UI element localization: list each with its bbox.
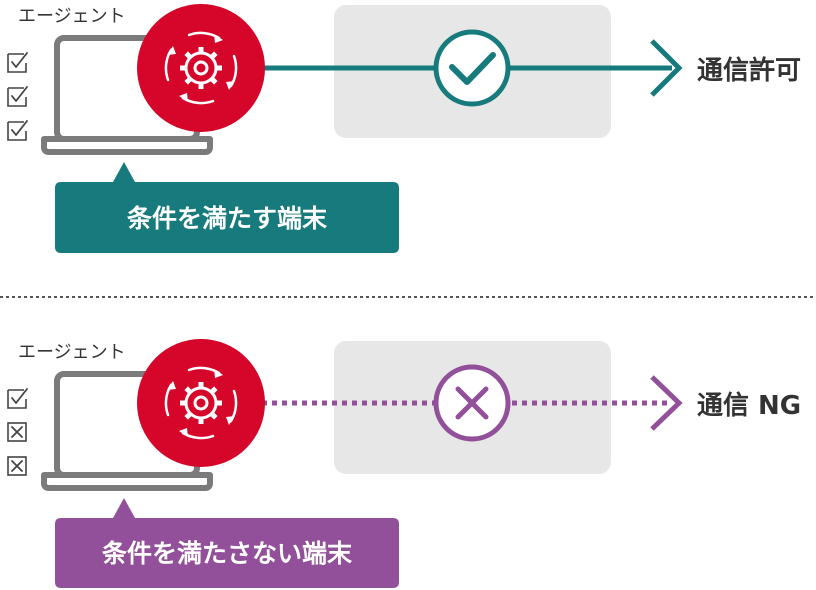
callout-text: 条件を満たさない端末 bbox=[102, 539, 352, 568]
agent-label: エージェント bbox=[18, 6, 126, 27]
agent-badge bbox=[137, 339, 265, 467]
arrowhead-icon bbox=[650, 39, 683, 97]
denied-section: エージェント 通信 NG 条件を満たさない端末 bbox=[7, 339, 801, 588]
checkbox-checked-icon bbox=[7, 388, 28, 409]
checklist bbox=[7, 52, 28, 141]
agent-label: エージェント bbox=[18, 342, 126, 363]
arrowhead-icon bbox=[650, 375, 683, 431]
callout-box: 条件を満たす端末 bbox=[55, 162, 399, 253]
checkbox-checked-icon bbox=[7, 86, 28, 107]
cross-icon bbox=[455, 386, 489, 420]
status-cross bbox=[433, 364, 511, 442]
callout-shape bbox=[55, 162, 399, 253]
agent-circle bbox=[137, 339, 265, 467]
checklist bbox=[7, 388, 28, 476]
allowed-section: エージェント 通信許可 条件を満たす端末 bbox=[7, 4, 801, 253]
agent-badge bbox=[137, 4, 265, 132]
result-label: 通信 NG bbox=[697, 391, 801, 421]
status-checkmark bbox=[433, 29, 511, 107]
checkbox-checked-icon bbox=[7, 120, 28, 141]
result-label: 通信許可 bbox=[697, 56, 801, 86]
checkbox-crossed-icon bbox=[7, 456, 27, 476]
callout-text: 条件を満たす端末 bbox=[127, 204, 327, 233]
status-circle bbox=[433, 29, 511, 107]
callout-shape bbox=[55, 498, 399, 588]
agent-circle bbox=[137, 4, 265, 132]
checkbox-checked-icon bbox=[7, 52, 28, 73]
callout-box: 条件を満たさない端末 bbox=[55, 498, 399, 588]
checkbox-crossed-icon bbox=[7, 422, 27, 442]
checkmark-icon bbox=[449, 52, 496, 85]
